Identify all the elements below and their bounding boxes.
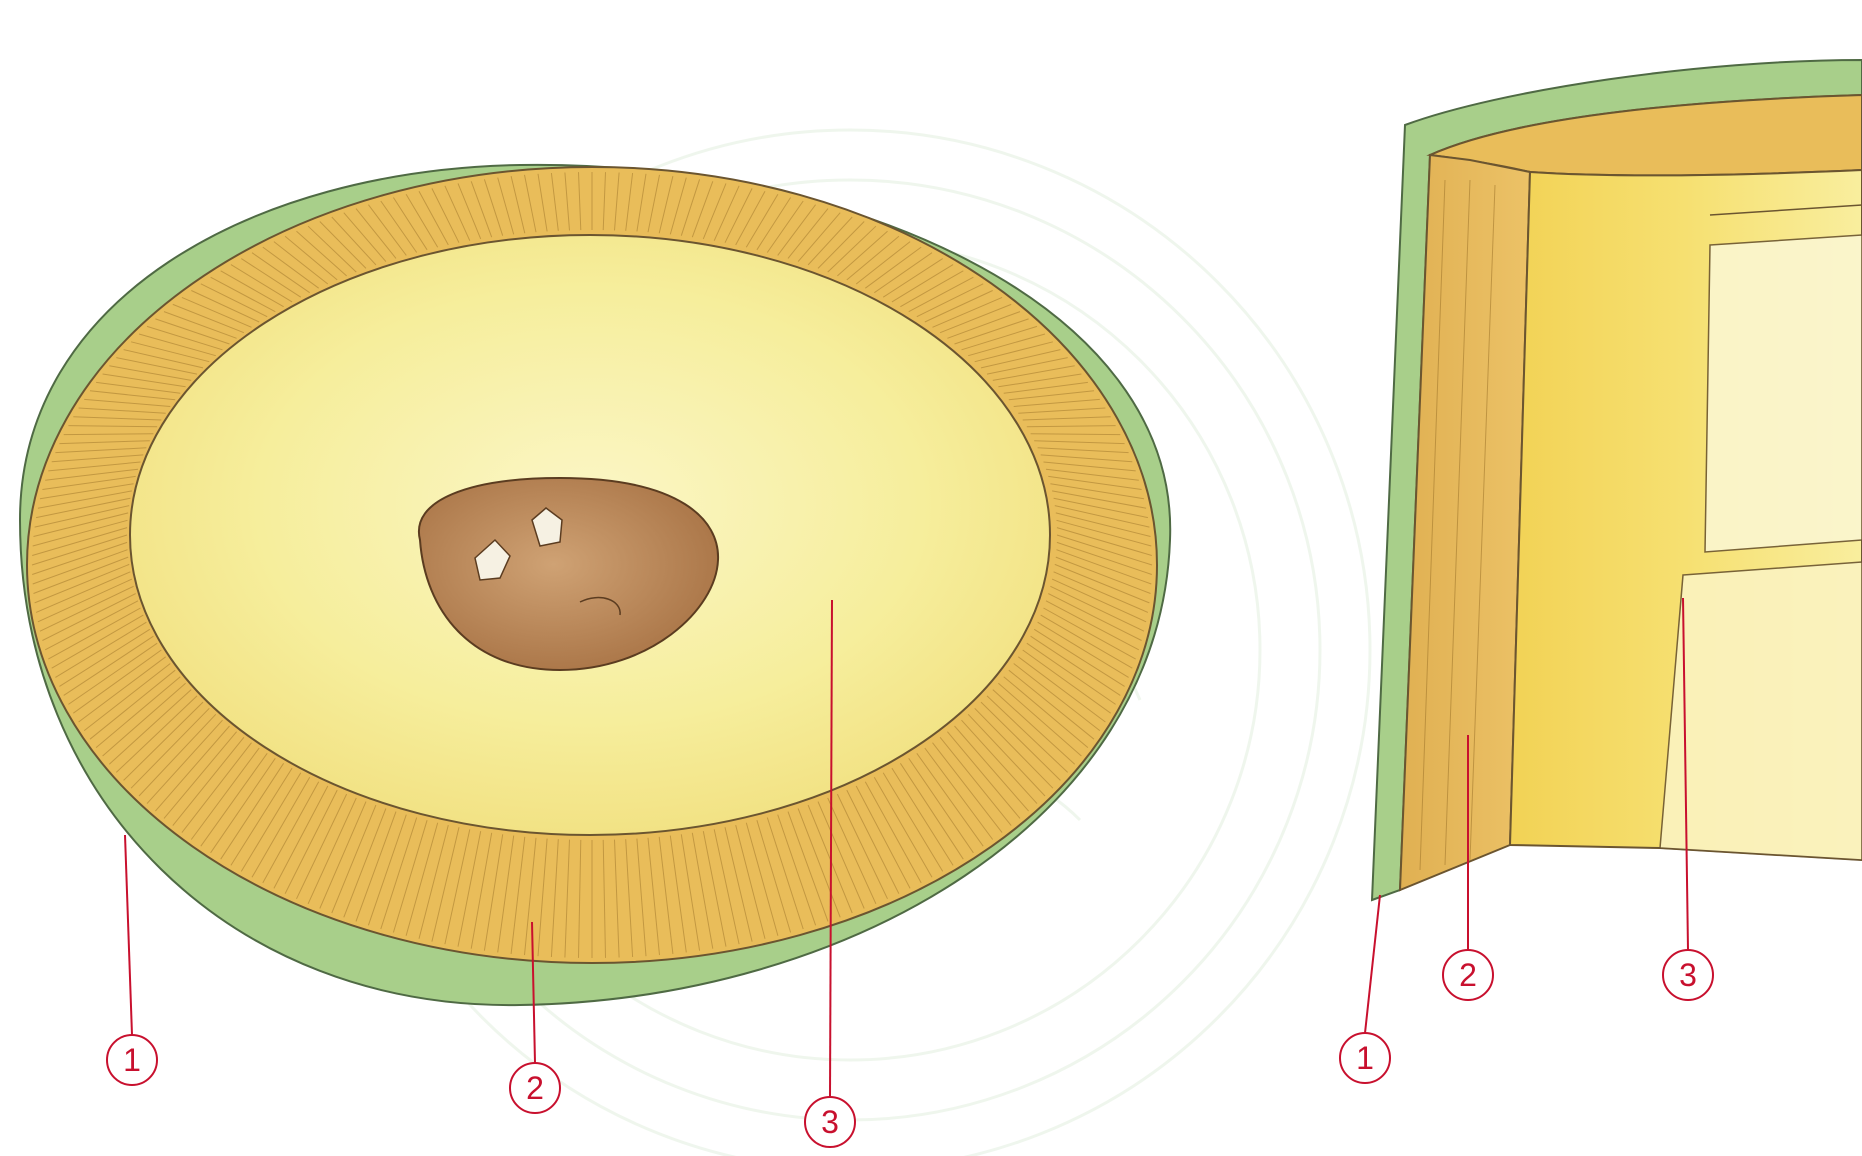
callout-number: 3 [1679,957,1697,993]
longitudinal-section-figure [1372,60,1862,900]
callout-number: 3 [821,1104,839,1140]
callout-number: 2 [526,1070,544,1106]
callout-number: 2 [1459,957,1477,993]
callout-number: 1 [123,1042,141,1078]
callout-right-1: 1 [1340,895,1390,1083]
cross-section-figure [20,165,1170,1005]
callout-left-1: 1 [107,835,157,1085]
callout-number: 1 [1356,1040,1374,1076]
